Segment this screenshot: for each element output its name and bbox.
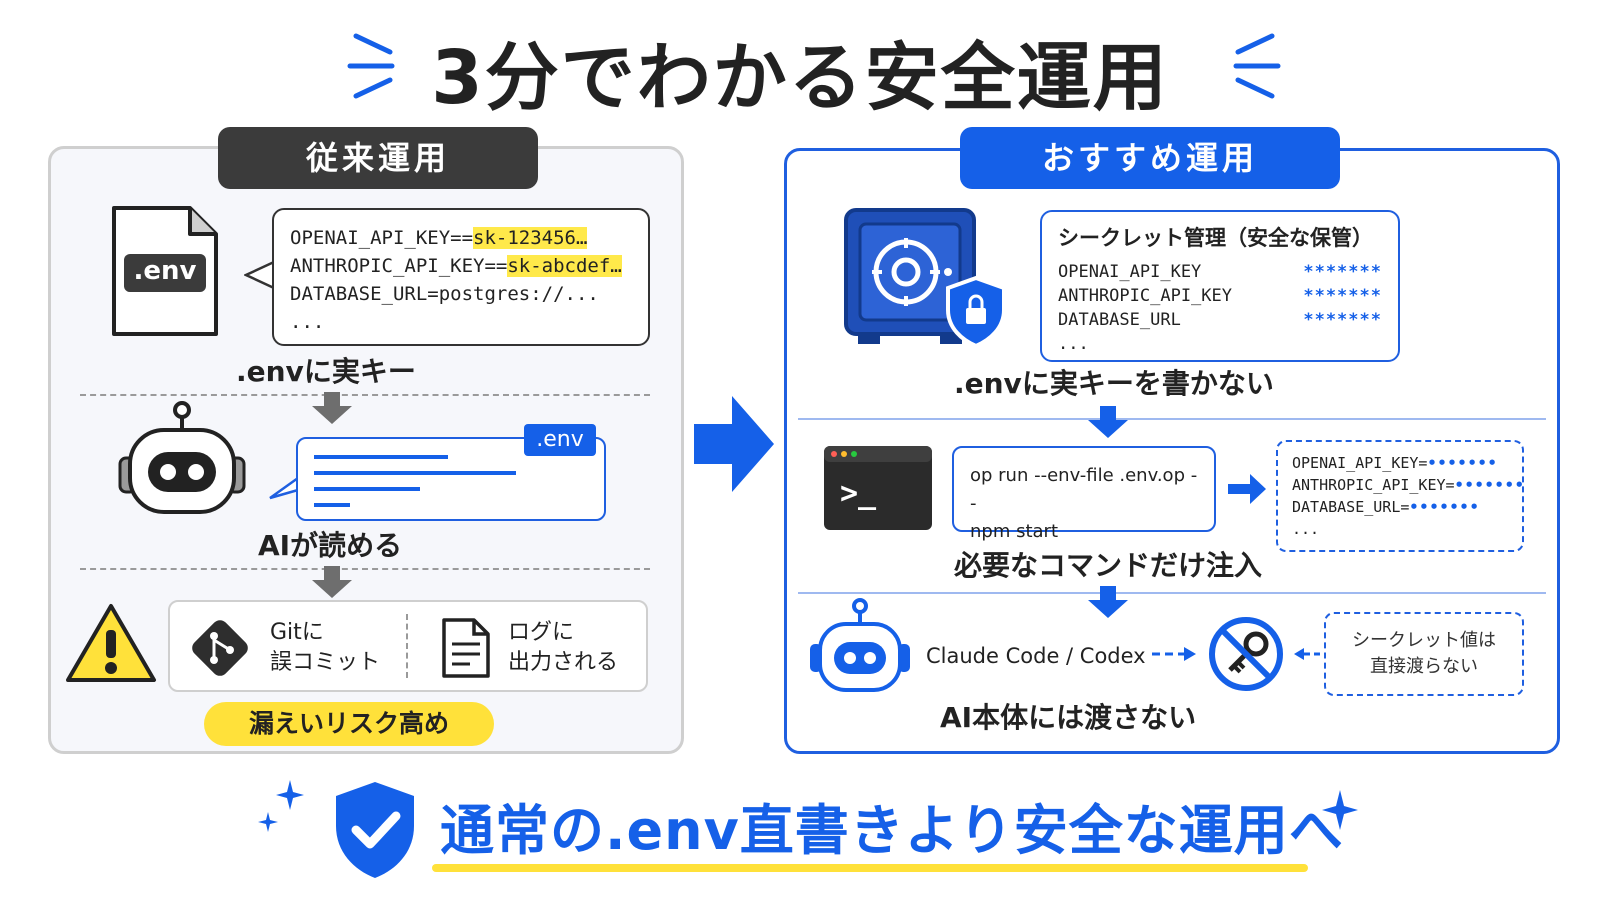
bottom-message: 通常の.env直書きより安全な運用へ — [440, 799, 1344, 862]
no-key-icon — [1209, 617, 1283, 691]
secret-row: DATABASE_URL******* — [1058, 310, 1382, 330]
secret-row: ANTHROPIC_API_KEY******* — [1058, 286, 1382, 306]
code-line: ... — [290, 311, 325, 333]
risk-log-text: ログに 出力される — [508, 620, 619, 675]
down-arrow-icon — [1088, 586, 1128, 618]
command-line: npm start — [970, 521, 1059, 542]
caption-no-real-keys: .envに実キーを書かない — [954, 367, 1274, 400]
text-lines-graphic — [314, 455, 516, 507]
shield-check-icon — [336, 782, 414, 878]
risk-divider — [406, 614, 408, 678]
no-direct-value-box: シークレット値は 直接渡らない — [1324, 612, 1524, 696]
env-file-label: .env — [133, 256, 197, 286]
robot-icon — [118, 401, 246, 514]
code-line: OPENAI_API_KEY==sk-123456… — [290, 227, 588, 249]
secret-row: ... — [1058, 334, 1089, 354]
injected-row: OPENAI_API_KEY=••••••• — [1292, 454, 1498, 472]
recommended-header: おすすめ運用 — [960, 127, 1340, 189]
secret-manager-box: シークレット管理（安全な保管） OPENAI_API_KEY******* AN… — [1040, 210, 1400, 362]
secret-manager-title: シークレット管理（安全な保管） — [1058, 226, 1373, 250]
right-arrow-icon — [1228, 474, 1266, 504]
dashed-arrow-icon — [1152, 647, 1196, 661]
code-line: DATABASE_URL=postgres://... — [290, 283, 599, 305]
down-arrow-icon — [1088, 406, 1128, 438]
traditional-header: 従来運用 — [218, 127, 538, 189]
sparkle-icon — [258, 780, 304, 832]
caption-ai-can-read: AIが読める — [258, 529, 403, 562]
page-title: 3分でわかる安全運用 — [431, 35, 1169, 121]
env-tag: .env — [524, 424, 596, 456]
log-document-icon — [442, 618, 490, 678]
agent-label: Claude Code / Codex — [926, 644, 1146, 668]
code-line: ANTHROPIC_API_KEY==sk-abcdef… — [290, 255, 622, 277]
terminal-prompt: >_ — [840, 476, 877, 511]
dashed-arrow-icon — [1294, 648, 1320, 660]
title-burst-left — [347, 33, 395, 99]
risk-git-text: Gitに 誤コミット — [270, 620, 381, 675]
agent-robot-icon — [810, 598, 910, 692]
divider — [798, 418, 1546, 420]
injected-row: ... — [1292, 520, 1320, 538]
injected-row: ANTHROPIC_API_KEY=••••••• — [1292, 476, 1525, 494]
command-box: op run --env-file .env.op -- npm start — [952, 446, 1216, 542]
terminal-icon — [824, 446, 932, 530]
divider — [798, 592, 1546, 594]
down-arrow-icon — [312, 392, 352, 424]
env-file-icon — [112, 206, 218, 336]
bubble-tail — [269, 476, 299, 500]
bubble-tail — [244, 260, 275, 290]
message-underline — [432, 864, 1308, 872]
caption-inject-only: 必要なコマンドだけ注入 — [954, 549, 1263, 582]
injected-row: DATABASE_URL=••••••• — [1292, 498, 1480, 516]
risk-box — [168, 600, 648, 692]
safe-icon — [844, 208, 1006, 349]
divider — [80, 394, 650, 396]
caption-real-keys: .envに実キー — [236, 355, 416, 388]
right-arrow-icon — [694, 396, 774, 492]
secret-row: OPENAI_API_KEY******* — [1058, 262, 1382, 282]
divider — [80, 568, 650, 570]
warning-icon — [66, 604, 156, 682]
caption-not-to-ai: AI本体には渡さない — [940, 701, 1197, 734]
title-burst-right — [1233, 33, 1281, 99]
injected-env-box: OPENAI_API_KEY=••••••• ANTHROPIC_API_KEY… — [1276, 440, 1524, 552]
command-line: op run --env-file .env.op -- — [970, 465, 1198, 514]
git-icon — [192, 620, 248, 676]
env-code-bubble: OPENAI_API_KEY==sk-123456… ANTHROPIC_API… — [272, 208, 650, 346]
down-arrow-icon — [312, 566, 352, 598]
risk-badge: 漏えいリスク高め — [204, 702, 494, 746]
sparkle-icon — [1322, 790, 1358, 830]
